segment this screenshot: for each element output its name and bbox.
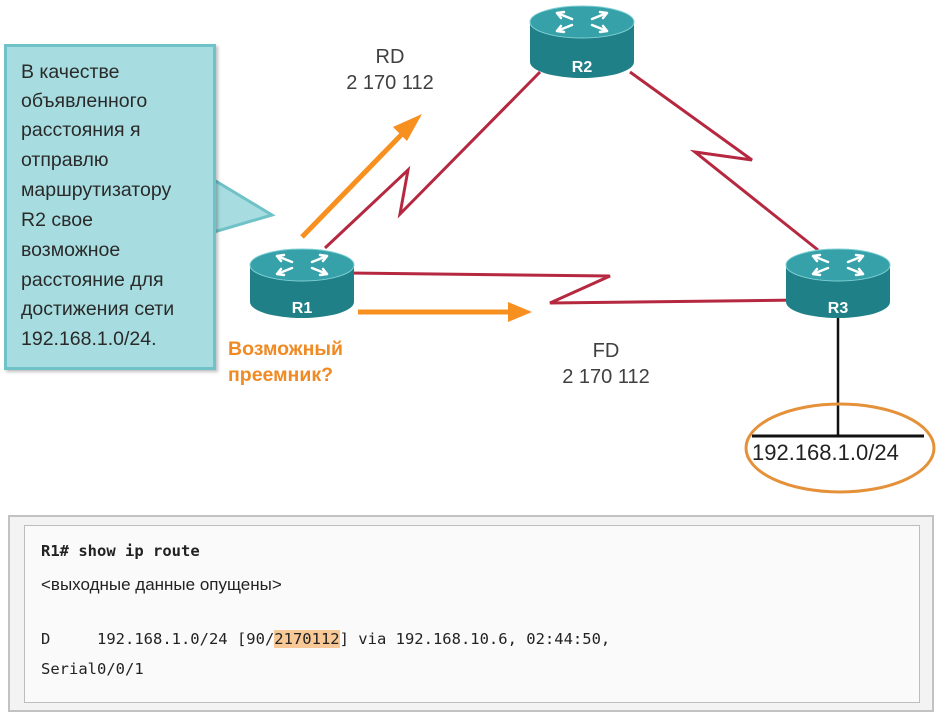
callout-line: расстояние для — [21, 269, 164, 291]
callout-line: возможное — [21, 239, 121, 261]
network-highlight-ellipse — [744, 402, 936, 494]
link-r2-r3 — [629, 70, 819, 252]
callout-line: достижения сети — [21, 298, 175, 320]
callout-pointer — [212, 177, 276, 235]
callout-line: маршрутизатору — [21, 179, 172, 201]
link-r1-r3 — [347, 271, 801, 305]
fd-label: FD — [592, 340, 620, 362]
route-prefix: D 192.168.1.0/24 [90/ — [41, 630, 275, 648]
callout-line: отправлю — [21, 149, 109, 171]
callout-line: В качестве — [21, 61, 120, 83]
rd-label-group: RD 2 170 112 — [332, 44, 448, 96]
router-icon: R3 — [785, 248, 891, 318]
feasible-successor-label: Возможный — [228, 338, 344, 360]
router-label-r1: R1 — [292, 300, 313, 317]
arrow-icon — [300, 114, 422, 239]
fd-value: 2 170 112 — [562, 366, 650, 388]
rd-label: RD — [375, 46, 405, 68]
callout-line: расстояния я — [21, 119, 141, 141]
cli-output-panel: R1# show ip route <выходные данные опуще… — [8, 515, 934, 712]
network-label: 192.168.1.0/24 — [752, 440, 899, 465]
feasible-successor-label: преемник? — [228, 364, 333, 386]
cli-omitted-note: <выходные данные опущены> — [41, 575, 282, 594]
network-diagram: R2 R1 R3 — [212, 5, 936, 494]
callout-line: объявленного — [21, 90, 148, 112]
cli-command: show ip route — [69, 542, 200, 560]
link-r1-r2 — [323, 70, 542, 250]
router-label-r2: R2 — [572, 59, 593, 76]
arrow-icon — [358, 302, 532, 322]
cli-route-interface: Serial0/0/1 — [41, 660, 144, 678]
route-suffix: ] via 192.168.10.6, 02:44:50, — [339, 630, 611, 648]
callout-box: В качестве объявленного расстояния я отп… — [4, 44, 216, 370]
callout-line: 192.168.1.0/24. — [21, 328, 157, 350]
rd-value: 2 170 112 — [346, 72, 434, 94]
cli-command-line: R1# show ip route — [41, 542, 200, 560]
route-metric-highlight: 2170112 — [274, 630, 340, 648]
router-icon: R2 — [529, 5, 635, 78]
router-icon: R1 — [249, 248, 355, 318]
cli-output-body: R1# show ip route <выходные данные опуще… — [24, 525, 920, 703]
cli-route-entry: D 192.168.1.0/24 [90/2170112] via 192.16… — [41, 630, 611, 648]
fd-label-group: FD 2 170 112 — [548, 338, 664, 390]
cli-prompt: R1# — [41, 542, 69, 560]
callout-line: R2 свое — [21, 209, 93, 231]
router-label-r3: R3 — [828, 300, 849, 317]
